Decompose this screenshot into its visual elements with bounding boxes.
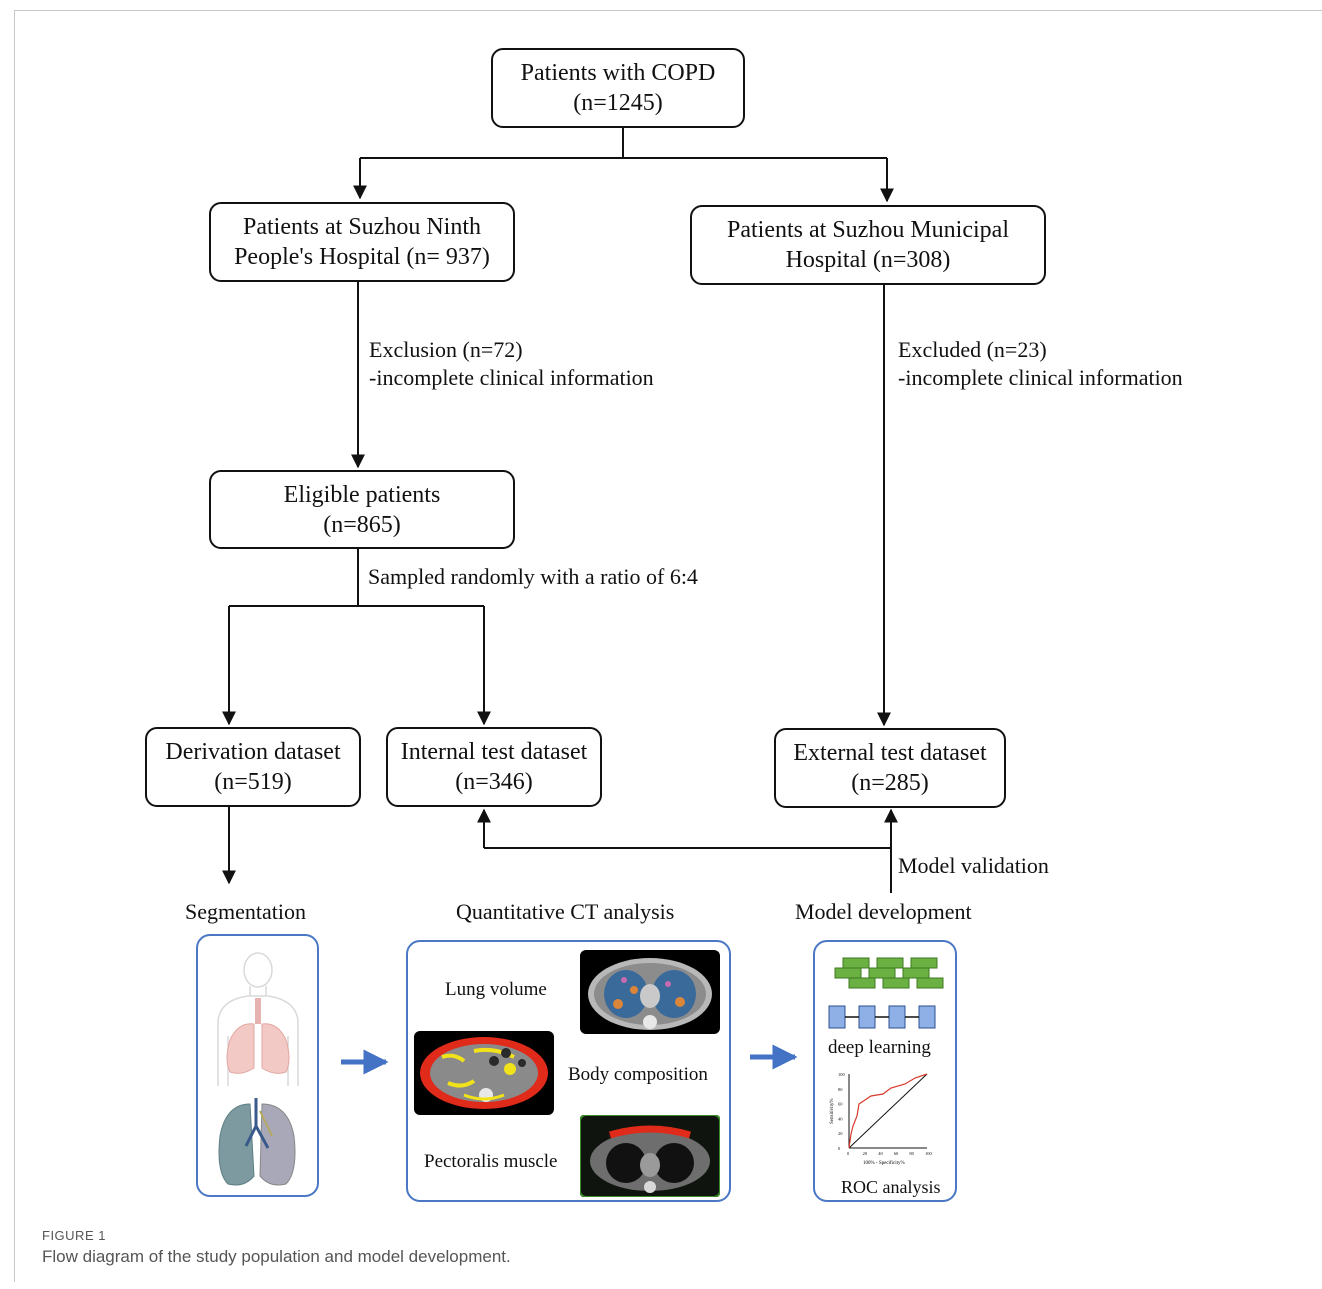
- box-copd-line1: Patients with COPD: [520, 60, 716, 86]
- pectoralis-ct-image: [580, 1115, 720, 1197]
- box-eligible: Eligible patients (n=865): [209, 470, 515, 549]
- segmentation-title: Segmentation: [185, 899, 306, 924]
- roc-x-label: 100% - Specificity%: [863, 1161, 905, 1166]
- figure-label: FIGURE 1: [42, 1228, 106, 1243]
- model-panel: deep learning Sensitivity% 100% - Specif…: [813, 940, 957, 1202]
- roc-y-tick: 20: [838, 1131, 843, 1136]
- box-derivation: Derivation dataset (n=519): [145, 727, 361, 807]
- segmentation-panel: [196, 934, 319, 1197]
- box-copd-line2: (n=1245): [573, 90, 663, 116]
- box-external-test: External test dataset (n=285): [774, 728, 1006, 808]
- roc-curve-chart: Sensitivity% 100% - Specificity% 0 0 20 20 4…: [830, 1072, 933, 1166]
- box-internal-line1: Internal test dataset: [400, 739, 588, 765]
- exclusion-left-label: Exclusion (n=72): [369, 337, 523, 362]
- deep-learning-blocks-icon: [834, 957, 944, 989]
- box-internal-test: Internal test dataset (n=346): [386, 727, 602, 807]
- box-eligible-line2: (n=865): [323, 511, 401, 538]
- box-external-line2: (n=285): [851, 770, 929, 796]
- box-eligible-line1: Eligible patients: [283, 481, 441, 508]
- figure-caption: Flow diagram of the study population and…: [42, 1247, 511, 1266]
- exclusion-left-reason: -incomplete clinical information: [369, 365, 654, 390]
- body-composition-label: Body composition: [568, 1064, 708, 1085]
- network-layers-icon: [828, 1005, 936, 1029]
- box-derivation-line2: (n=519): [214, 769, 292, 795]
- roc-x-tick: 100: [925, 1151, 933, 1156]
- roc-y-tick: 0: [838, 1146, 841, 1151]
- exclusion-right-reason: -incomplete clinical information: [898, 365, 1183, 390]
- box-derivation-line1: Derivation dataset: [165, 739, 341, 765]
- box-ninth-line1: Patients at Suzhou Ninth: [243, 214, 481, 240]
- roc-y-tick: 40: [838, 1116, 843, 1121]
- body-lung-illustration: [217, 952, 299, 1186]
- lung-ct-image: [580, 950, 720, 1034]
- box-patients-copd: Patients with COPD (n=1245): [491, 48, 745, 128]
- exclusion-right-label: Excluded (n=23): [898, 337, 1047, 362]
- validation-label: Model validation: [898, 853, 1049, 878]
- roc-y-tick: 100: [838, 1072, 846, 1077]
- roc-curve-line: [848, 1073, 928, 1149]
- quantitative-panel: Lung volume Body composition Pectoralis …: [406, 940, 731, 1202]
- roc-y-tick: 60: [838, 1102, 843, 1107]
- left-rule: [14, 10, 15, 1282]
- body-composition-ct-image: [414, 1031, 554, 1115]
- sampling-label: Sampled randomly with a ratio of 6:4: [368, 564, 698, 589]
- pectoralis-label: Pectoralis muscle: [424, 1151, 558, 1172]
- roc-diagonal: [848, 1073, 928, 1149]
- roc-y-label: Sensitivity%: [830, 1098, 835, 1124]
- roc-analysis-label: ROC analysis: [841, 1177, 941, 1197]
- box-suzhou-ninth: Patients at Suzhou Ninth People's Hospit…: [209, 202, 515, 282]
- roc-y-tick: 80: [838, 1087, 843, 1092]
- roc-tick-labels: 0 0 20 20 40 40 60 60 80 80 100 100: [838, 1072, 933, 1156]
- roc-x-tick: 0: [847, 1151, 850, 1156]
- box-suzhou-municipal: Patients at Suzhou Municipal Hospital (n…: [690, 205, 1046, 285]
- quantitative-title: Quantitative CT analysis: [456, 899, 675, 924]
- box-ninth-line2: People's Hospital (n= 937): [234, 244, 490, 270]
- box-municipal-line2: Hospital (n=308): [785, 247, 951, 273]
- roc-x-tick: 80: [909, 1151, 914, 1156]
- lung-volume-label: Lung volume: [445, 979, 547, 1000]
- roc-x-tick: 60: [894, 1151, 899, 1156]
- deep-learning-label: deep learning: [828, 1037, 931, 1058]
- box-municipal-line1: Patients at Suzhou Municipal: [727, 217, 1009, 243]
- box-internal-line2: (n=346): [455, 769, 533, 795]
- top-rule: [14, 10, 1322, 11]
- roc-x-tick: 20: [863, 1151, 868, 1156]
- roc-x-tick: 40: [878, 1151, 883, 1156]
- box-external-line1: External test dataset: [793, 740, 987, 766]
- model-dev-title: Model development: [795, 899, 972, 924]
